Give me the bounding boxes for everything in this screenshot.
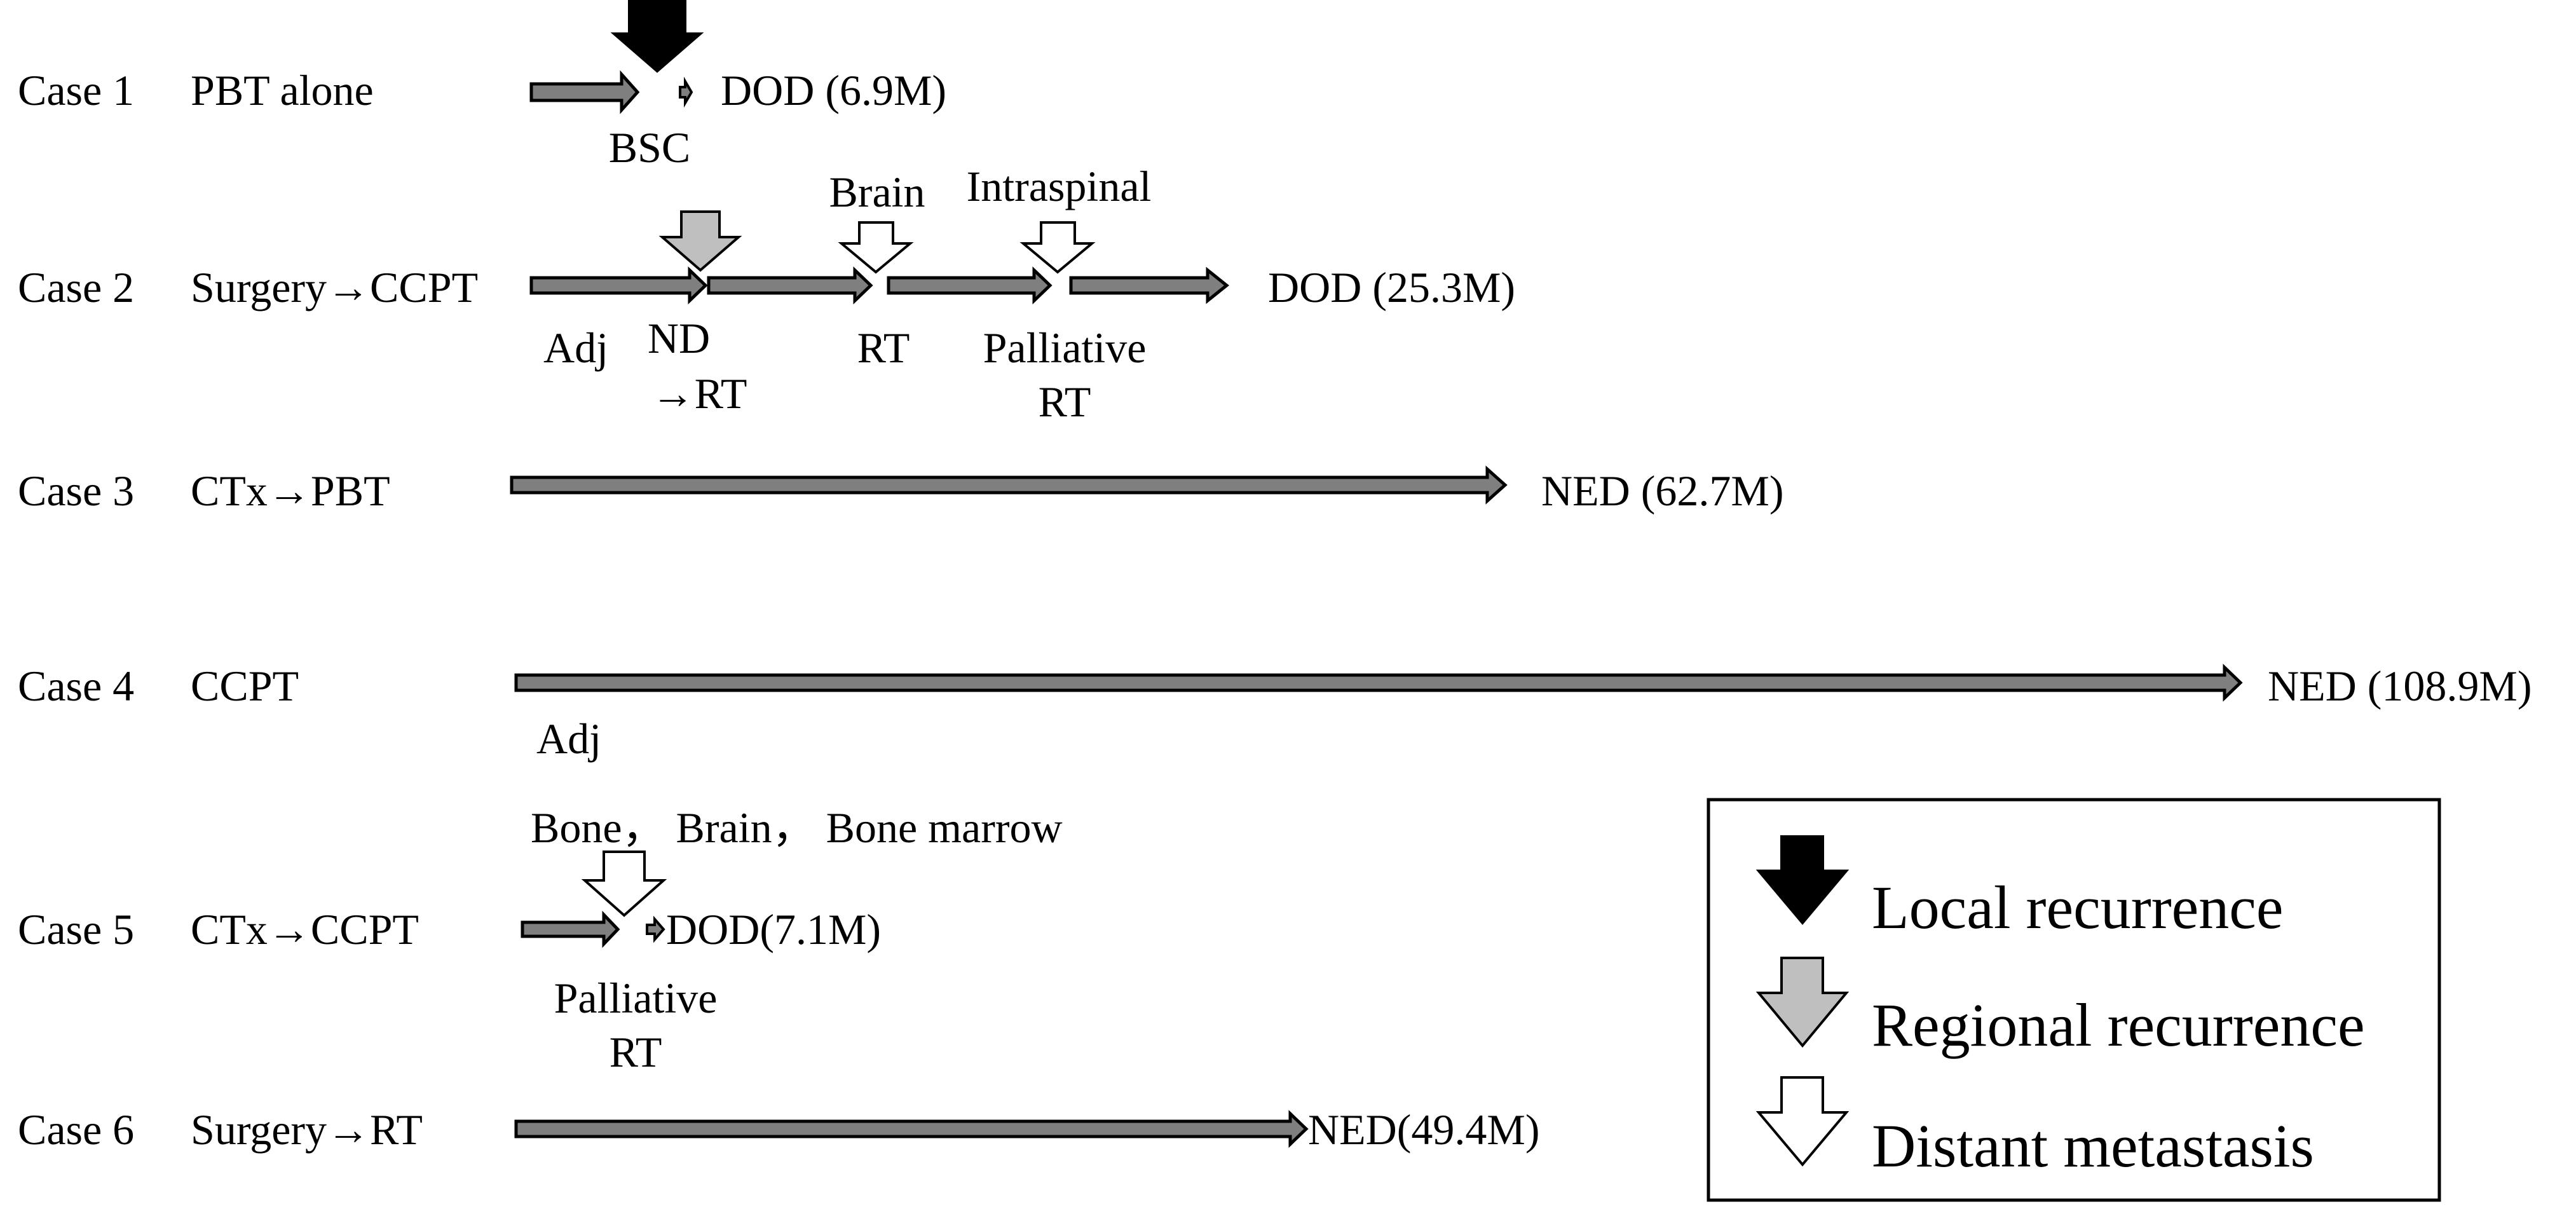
case-5-timeline-bar xyxy=(521,910,620,948)
case-3-timeline-bar xyxy=(510,465,1508,505)
case-5-timeline-stub xyxy=(646,915,665,943)
case-5-sites: Bone， Brain， Bone marrow xyxy=(531,803,1063,852)
case-6-treatment: Surgery→RT xyxy=(191,1105,423,1154)
case-1-timeline-bar xyxy=(529,70,640,114)
legend: Local recurrence Regional recurrence Dis… xyxy=(1707,798,2441,1202)
case-1-treatment: PBT alone xyxy=(191,66,374,114)
case-2-label: Case 2 xyxy=(18,263,134,311)
case-2-outcome: DOD (25.3M) xyxy=(1268,263,1515,311)
case-2-event-nd-rt: →RT xyxy=(651,369,747,418)
distant-metastasis-arrow-icon xyxy=(581,851,667,917)
case-3-label: Case 3 xyxy=(18,467,134,515)
legend-item-local-recurrence: Local recurrence xyxy=(1872,873,2283,941)
local-recurrence-arrow-icon xyxy=(1755,835,1850,926)
distant-metastasis-arrow-icon xyxy=(1019,221,1096,274)
case-4-outcome: NED (108.9M) xyxy=(2268,662,2532,710)
case-5-outcome: DOD(7.1M) xyxy=(666,905,881,953)
case-4-treatment: CCPT xyxy=(191,662,299,710)
regional-recurrence-arrow-icon xyxy=(1755,957,1850,1048)
case-3-treatment: CTx→PBT xyxy=(191,467,390,515)
case-5-event-palliative-rt: RT xyxy=(610,1028,662,1076)
case-5-event-palliative: Palliative xyxy=(554,974,718,1022)
legend-item-regional-recurrence: Regional recurrence xyxy=(1872,991,2365,1059)
case-6-timeline-bar xyxy=(514,1110,1309,1148)
case-2-event-palliative: Palliative xyxy=(983,324,1147,372)
case-2-event-adj: Adj xyxy=(543,324,608,372)
case-2-treatment: Surgery→CCPT xyxy=(191,263,478,311)
case-6-outcome: NED(49.4M) xyxy=(1308,1105,1540,1154)
distant-metastasis-arrow-icon xyxy=(838,221,914,274)
case-4-timeline-bar xyxy=(514,664,2243,702)
case-4-event-adj: Adj xyxy=(536,714,601,763)
case-5-treatment: CTx→CCPT xyxy=(191,905,419,953)
case-2-timeline-bar-4 xyxy=(1069,266,1230,304)
case-2-event-palliative-rt: RT xyxy=(1039,378,1091,426)
case-2-timeline-bar-1 xyxy=(529,266,708,304)
case-6-label: Case 6 xyxy=(18,1105,134,1154)
case-2-site-brain: Brain xyxy=(829,168,925,216)
case-1-event-bsc: BSC xyxy=(609,123,691,172)
local-recurrence-arrow-icon xyxy=(610,0,704,73)
case-2-timeline-bar-2 xyxy=(707,266,873,304)
case-1-timeline-stub xyxy=(679,76,693,108)
case-2-timeline-bar-3 xyxy=(887,266,1053,304)
case-1-outcome: DOD (6.9M) xyxy=(721,66,946,114)
case-1-label: Case 1 xyxy=(18,66,134,114)
regional-recurrence-arrow-icon xyxy=(658,210,742,272)
case-3-outcome: NED (62.7M) xyxy=(1541,467,1784,515)
legend-item-distant-metastasis: Distant metastasis xyxy=(1872,1112,2314,1180)
case-2-event-rt: RT xyxy=(857,324,910,372)
case-2-site-intraspinal: Intraspinal xyxy=(967,162,1152,210)
case-5-label: Case 5 xyxy=(18,905,134,953)
case-2-event-nd: ND xyxy=(648,314,710,362)
case-4-label: Case 4 xyxy=(18,662,134,710)
distant-metastasis-arrow-icon xyxy=(1755,1076,1850,1167)
